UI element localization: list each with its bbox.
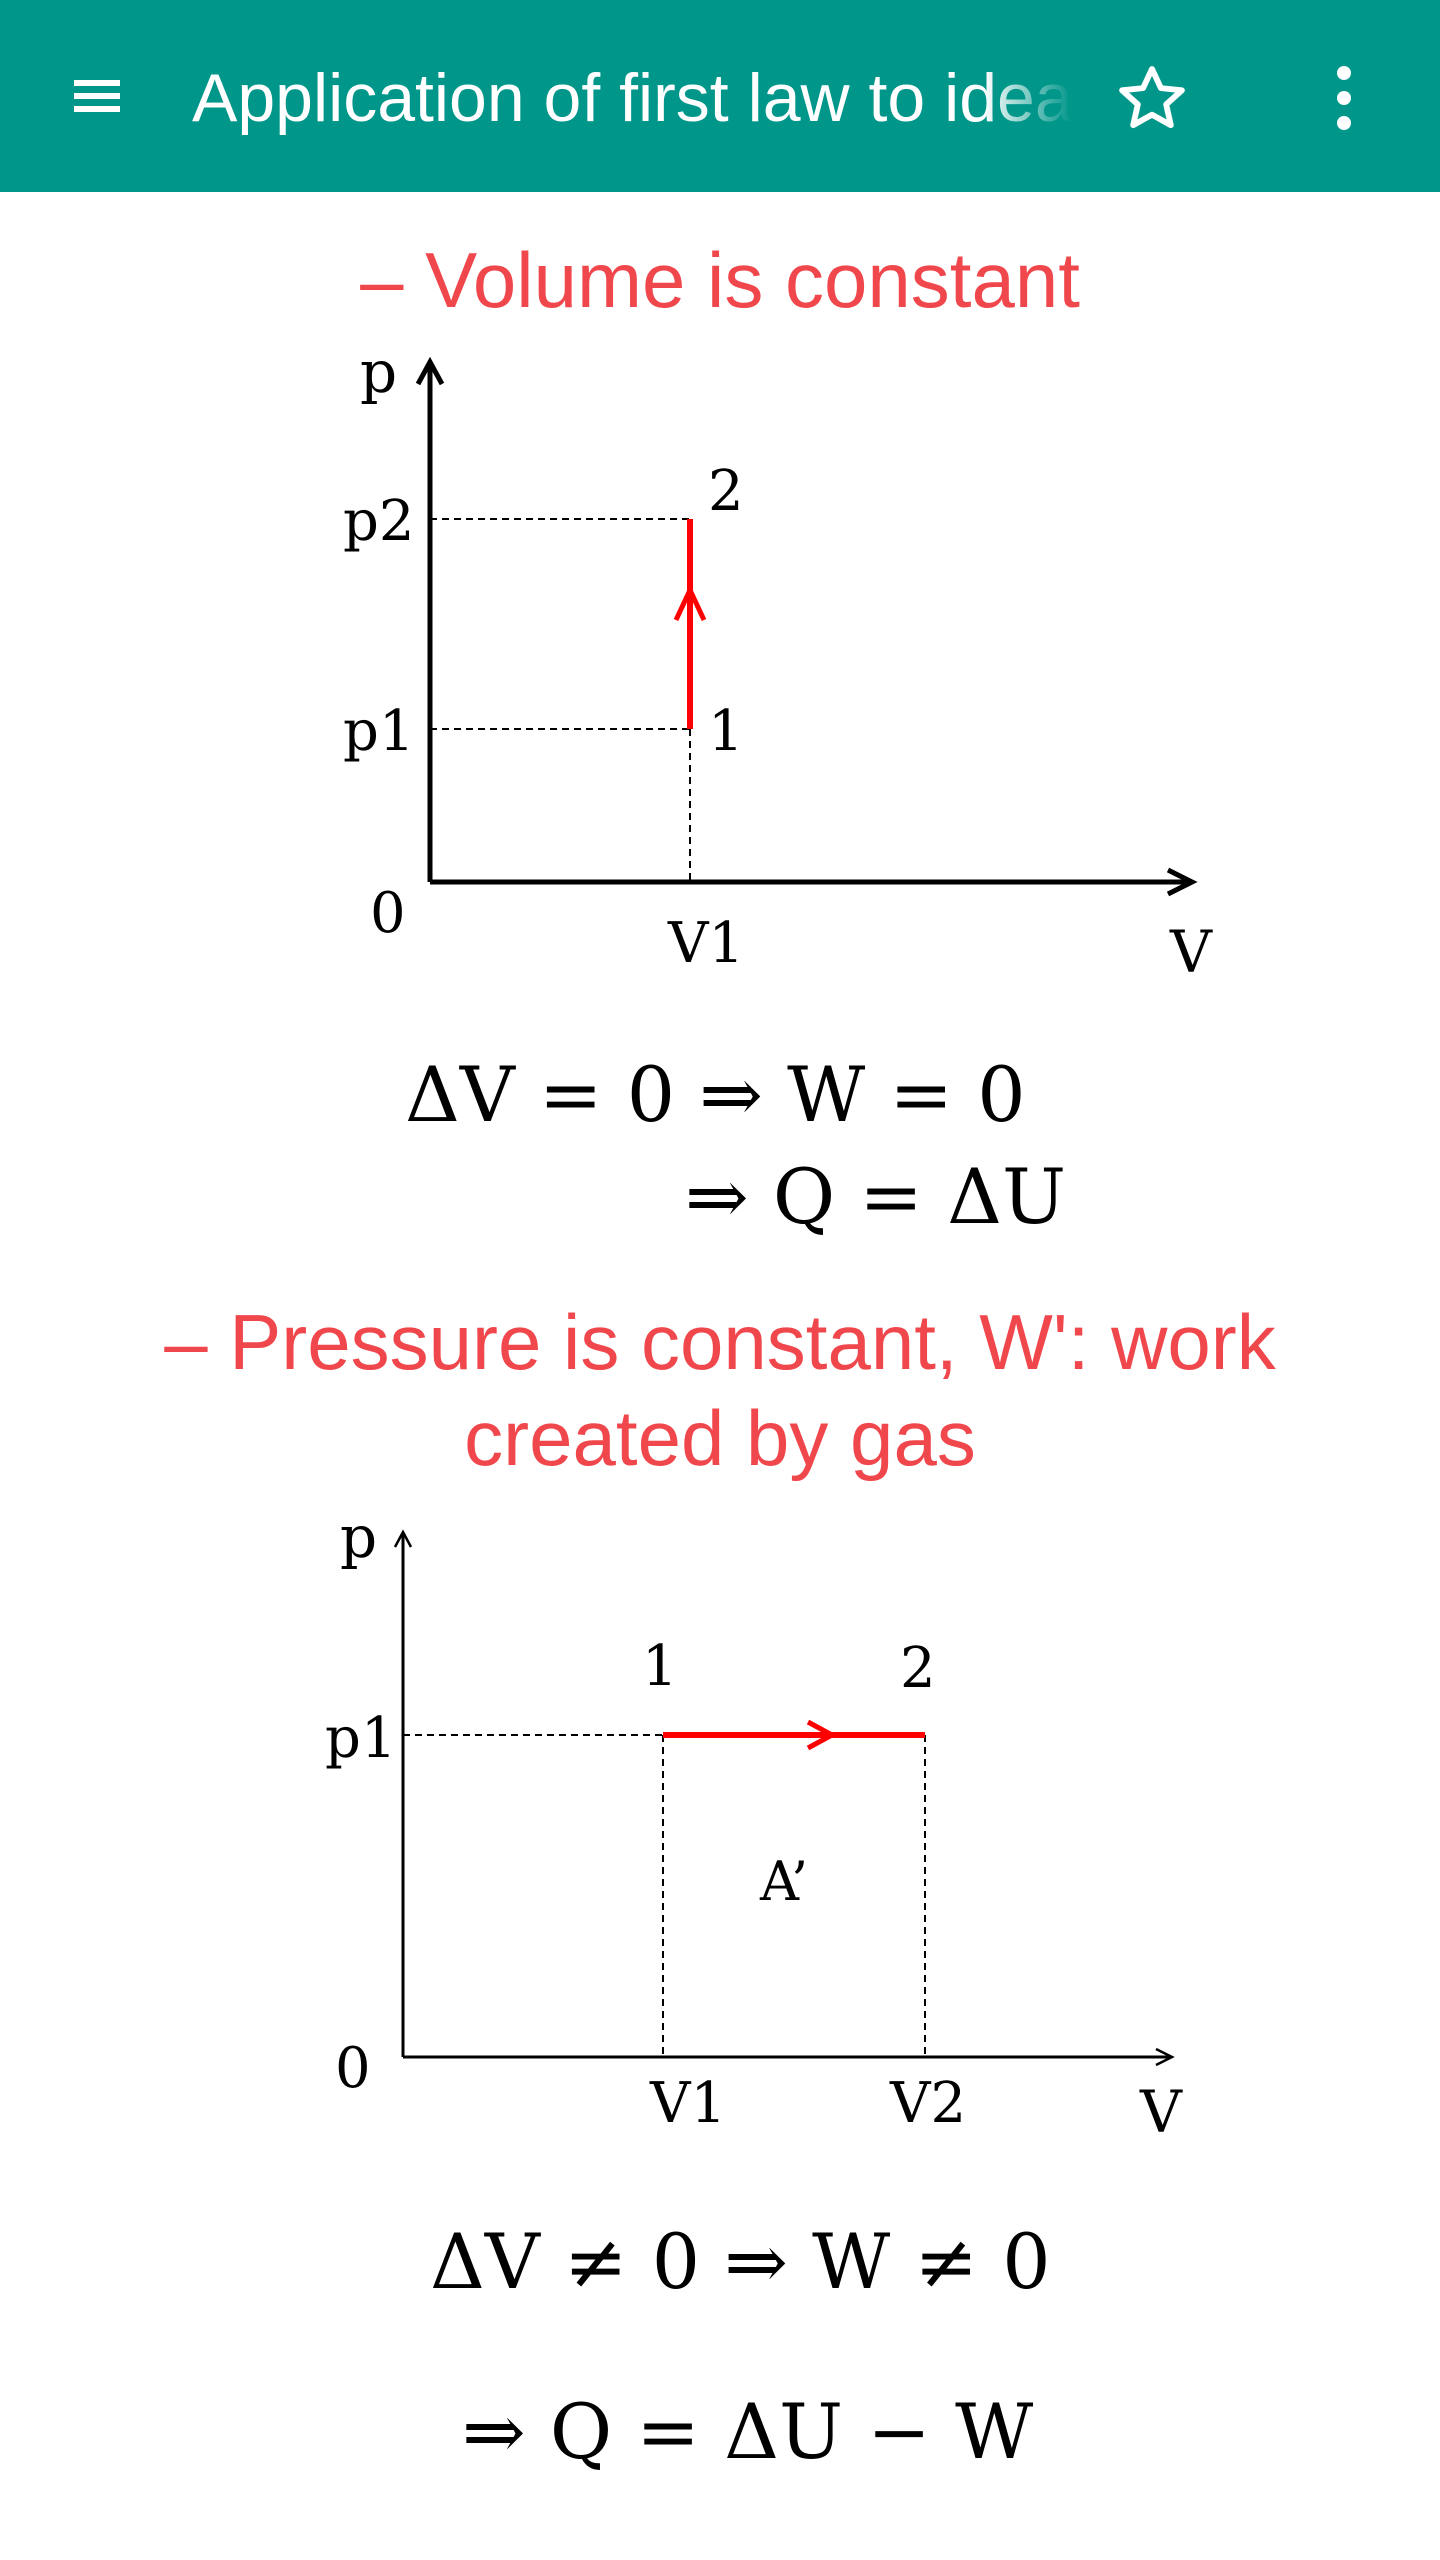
p1-label: p1 bbox=[325, 1706, 396, 1771]
x-axis-label: V bbox=[1139, 2078, 1183, 2146]
more-vert-icon bbox=[1337, 66, 1351, 130]
p1-label: p1 bbox=[343, 699, 414, 764]
equation-isobaric-1: ΔV ≠ 0 ⇒ W ≠ 0 bbox=[430, 2217, 1051, 2306]
pv-diagram-isobaric: p p1 1 2 A’ 0 V1 V2 V bbox=[325, 1503, 1183, 2146]
p2-label: p2 bbox=[343, 489, 414, 554]
process-direction-arrow bbox=[806, 1719, 838, 1751]
point-2-label: 2 bbox=[708, 459, 744, 524]
pv-diagram-isochoric: p p2 p1 2 1 0 V1 V bbox=[343, 338, 1213, 986]
area-label: A’ bbox=[759, 1850, 808, 1913]
lesson-content: – Volume is constant p p2 p1 2 1 0 V1 V … bbox=[0, 192, 1440, 2560]
origin-label: 0 bbox=[370, 881, 406, 946]
point-2-label: 2 bbox=[900, 1636, 936, 1701]
bookmark-button[interactable] bbox=[1110, 56, 1194, 140]
overflow-menu-button[interactable] bbox=[1302, 56, 1386, 140]
origin-label: 0 bbox=[335, 2036, 371, 2101]
v1-label: V1 bbox=[667, 911, 744, 976]
x-axis-arrowhead bbox=[1166, 867, 1198, 897]
y-axis-label: p bbox=[340, 1503, 377, 1571]
y-axis-arrowhead bbox=[393, 1529, 413, 1548]
point-1-label: 1 bbox=[708, 699, 744, 764]
star-outline-icon bbox=[1119, 66, 1185, 129]
equation-isobaric-2: ⇒ Q = ΔU − W bbox=[462, 2387, 1034, 2476]
app-bar: Application of first law to ideal gas bbox=[0, 0, 1440, 192]
y-axis-label: p bbox=[360, 338, 397, 406]
equation-isochoric-1: ΔV = 0 ⇒ W = 0 bbox=[405, 1050, 1026, 1139]
v2-label: V2 bbox=[889, 2071, 966, 2136]
y-axis-arrowhead bbox=[415, 356, 445, 386]
x-axis-label: V bbox=[1169, 918, 1213, 986]
section-heading-volume-constant: – Volume is constant bbox=[360, 236, 1080, 324]
page-title: Application of first law to ideal gas bbox=[192, 60, 1072, 136]
hamburger-menu-icon bbox=[74, 80, 120, 112]
equation-isochoric-2: ⇒ Q = ΔU bbox=[685, 1152, 1067, 1241]
menu-button[interactable] bbox=[62, 68, 132, 124]
v1-label: V1 bbox=[649, 2071, 726, 2136]
x-axis-arrowhead bbox=[1155, 2047, 1175, 2067]
process-direction-arrow bbox=[673, 584, 707, 622]
section-heading-pressure-constant: – Pressure is constant, W': work created… bbox=[164, 1298, 1276, 1482]
point-1-label: 1 bbox=[642, 1634, 678, 1699]
